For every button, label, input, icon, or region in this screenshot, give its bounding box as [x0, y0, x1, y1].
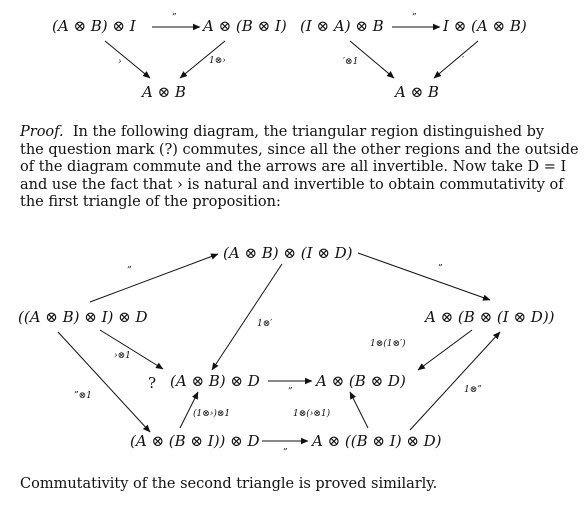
proof-line-3: of the diagram commute and the arrows ar…: [20, 159, 567, 176]
tri1-top-left: (A ⊗ B) ⊗ I: [52, 17, 137, 35]
tri2-label-right: ′: [462, 56, 464, 66]
bd-center-left: (A ⊗ B) ⊗ D: [170, 372, 260, 390]
tri2-arrow-right: [433, 40, 479, 79]
bd-question: ?: [148, 374, 156, 392]
bd-label-right-up: 1⊗”: [464, 385, 482, 395]
bd-bottom-right: A ⊗ ((B ⊗ I) ⊗ D): [310, 432, 442, 450]
proof-line-2: the question mark (?) commutes, since al…: [20, 141, 579, 158]
bd-label-bottom-right-up: 1⊗(›⊗1): [293, 408, 331, 419]
bd-top: (A ⊗ B) ⊗ (I ⊗ D): [223, 244, 353, 262]
tri2-arrow-left: [349, 40, 395, 79]
bd-label-left-bottom: ”⊗1: [74, 391, 92, 401]
bd-label-top-right: ”: [438, 264, 443, 274]
tri2-top-left: (I ⊗ A) ⊗ B: [300, 17, 384, 35]
proof-line-5: the first triangle of the proposition:: [20, 194, 281, 211]
footer-paragraph: Commutativity of the second triangle is …: [20, 476, 572, 494]
bd-label-left-center: ›⊗1: [114, 351, 131, 361]
tri2-label-top: ”: [412, 13, 417, 23]
bd-bottom-left: (A ⊗ (B ⊗ I)) ⊗ D: [130, 432, 260, 450]
bd-label-left-top: ”: [127, 266, 132, 276]
footer-text: Commutativity of the second triangle is …: [20, 476, 438, 492]
bd-arrow-top-right: [357, 252, 491, 301]
bd-label-right-center: 1⊗(1⊗′): [370, 338, 406, 349]
tri2-label-left: ′⊗1: [343, 57, 358, 67]
tri2-bottom: A ⊗ B: [393, 83, 439, 101]
tri1-arrow-left: [104, 40, 151, 79]
bd-left: ((A ⊗ B) ⊗ I) ⊗ D: [18, 308, 148, 326]
bd-label-top-center: 1⊗′: [257, 319, 272, 329]
proof-label: Proof.: [20, 124, 64, 140]
bd-center-right: A ⊗ (B ⊗ D): [314, 372, 406, 390]
tri1-label-left: ›: [118, 57, 122, 67]
tri2-top-right: I ⊗ (A ⊗ B): [442, 17, 527, 35]
tri1-top-right: A ⊗ (B ⊗ I): [201, 17, 287, 35]
bd-arrow-bottom-right-up: [349, 391, 369, 429]
proof-paragraph: Proof. In the following diagram, the tri…: [20, 124, 579, 212]
bd-arrow-top-center: [211, 263, 283, 371]
bd-arrow-right-center: [417, 329, 473, 371]
proof-line-1: In the following diagram, the triangular…: [72, 124, 545, 140]
tri1-label-right: 1⊗›: [209, 56, 226, 66]
tri1-label-top: ”: [172, 13, 177, 23]
bd-arrow-right-up: [409, 331, 501, 431]
bd-label-center: ”: [288, 387, 293, 397]
bd-arrow-left-top: [89, 253, 219, 303]
tri1-arrow-right: [179, 40, 226, 79]
tri1-bottom: A ⊗ B: [140, 83, 186, 101]
bd-right: A ⊗ (B ⊗ (I ⊗ D)): [423, 308, 555, 326]
bd-arrow-left-bottom: [57, 331, 151, 433]
proof-line-4: and use the fact that › is natural and i…: [20, 176, 564, 193]
bd-arrow-bottom-left-up: [179, 391, 199, 429]
bd-label-bottom-left-up: (1⊗›)⊗1: [193, 408, 230, 419]
bd-label-bottom: ”: [283, 448, 288, 458]
bd-arrow-left-center: [99, 329, 164, 370]
